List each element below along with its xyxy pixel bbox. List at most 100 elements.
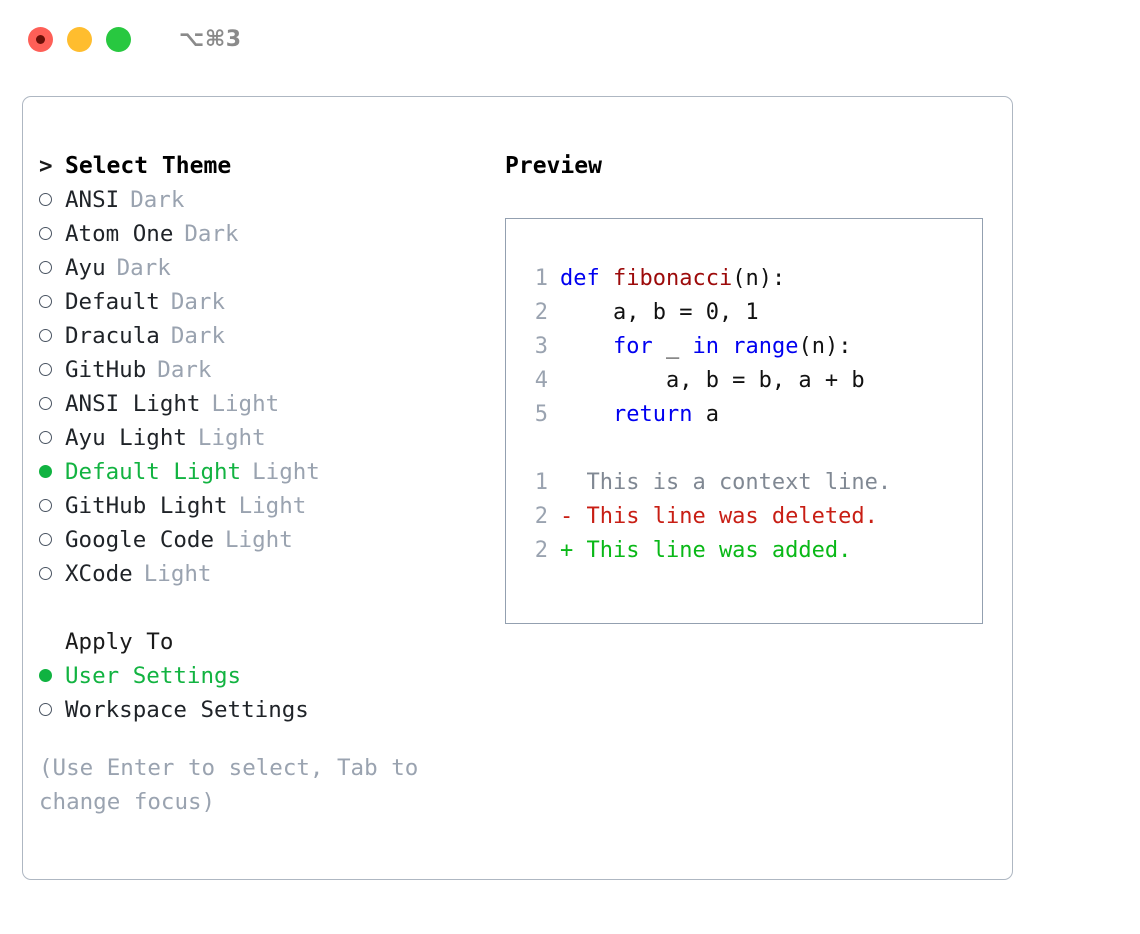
theme-name: ANSI Light <box>65 391 201 417</box>
close-window-button[interactable] <box>28 26 53 52</box>
preview-heading: Preview <box>505 153 602 179</box>
theme-variant-tag: Dark <box>184 221 239 247</box>
radio-unselected-icon[interactable] <box>39 557 65 591</box>
theme-name: Default Light <box>65 459 242 485</box>
code-token: range <box>732 334 799 359</box>
apply-to-heading: Apply To <box>39 625 505 659</box>
diff-line-added: 2+ This line was added. <box>524 534 982 568</box>
theme-variant-tag: Dark <box>157 357 212 383</box>
code-token <box>719 334 732 359</box>
theme-variant-tag: Light <box>252 459 320 485</box>
code-token: a, b = 0, 1 <box>560 300 759 325</box>
radio-unselected-icon[interactable] <box>39 353 65 387</box>
traffic-lights <box>28 26 131 52</box>
page-title: Select Theme <box>65 153 232 179</box>
code-token: def <box>560 266 613 291</box>
select-theme-header: > Select Theme <box>39 149 505 183</box>
theme-name: Google Code <box>65 527 215 553</box>
theme-list-item-default-light[interactable]: Default Light Light <box>39 455 505 489</box>
theme-variant-tag: Light <box>143 561 212 587</box>
code-token: fibonacci <box>612 266 733 291</box>
code-line: 3 for _ in range(n): <box>524 330 982 364</box>
theme-list-item-xcode[interactable]: XCode Light <box>39 557 505 591</box>
diff-line-deleted: 2- This line was deleted. <box>524 500 982 534</box>
radio-unselected-icon[interactable] <box>39 183 65 217</box>
theme-list-item-github-dark[interactable]: GitHub Dark <box>39 353 505 387</box>
theme-name: Dracula <box>65 323 160 349</box>
theme-list: ANSI Dark Atom One Dark Ayu Dark <box>39 183 505 591</box>
code-token: in <box>692 334 719 359</box>
radio-unselected-icon[interactable] <box>39 251 65 285</box>
apply-to-option-workspace-settings[interactable]: Workspace Settings <box>39 693 505 727</box>
code-line: 1 def fibonacci(n): <box>524 262 982 296</box>
zoom-window-button[interactable] <box>106 26 131 52</box>
keyboard-shortcut-label: ⌥⌘3 <box>179 26 242 52</box>
theme-picker-column: > Select Theme ANSI Dark Atom One <box>39 149 505 819</box>
theme-variant-tag: Dark <box>116 255 171 281</box>
code-token: a <box>692 402 719 427</box>
line-number: 4 <box>534 368 548 393</box>
preview-gap <box>524 432 982 466</box>
radio-selected-icon[interactable] <box>39 659 65 693</box>
radio-unselected-icon[interactable] <box>39 217 65 251</box>
theme-list-item-ayu-dark[interactable]: Ayu Dark <box>39 251 505 285</box>
theme-list-item-ansi-dark[interactable]: ANSI Dark <box>39 183 505 217</box>
theme-variant-tag: Dark <box>170 289 226 315</box>
line-number: 5 <box>534 402 548 427</box>
code-token: _ <box>652 334 693 359</box>
line-number: 2 <box>534 504 548 529</box>
theme-variant-tag: Dark <box>130 187 185 213</box>
keyboard-hint-text: (Use Enter to select, Tab to change focu… <box>39 755 419 815</box>
radio-unselected-icon[interactable] <box>39 523 65 557</box>
window-titlebar: ⌥⌘3 <box>0 0 1140 78</box>
radio-unselected-icon[interactable] <box>39 319 65 353</box>
apply-to-group: Apply To User Settings Workspace Setting… <box>39 625 505 727</box>
radio-unselected-icon[interactable] <box>39 285 65 319</box>
line-number: 1 <box>534 266 548 291</box>
radio-unselected-icon[interactable] <box>39 489 65 523</box>
code-token: a, b = b, a + b <box>560 368 865 393</box>
minimize-window-button[interactable] <box>67 26 92 52</box>
theme-list-item-ayu-light[interactable]: Ayu Light Light <box>39 421 505 455</box>
apply-to-label: Apply To <box>65 629 174 655</box>
radio-unselected-icon[interactable] <box>39 387 65 421</box>
theme-name: Ayu Light <box>65 425 187 451</box>
theme-list-item-google-code[interactable]: Google Code Light <box>39 523 505 557</box>
theme-list-item-atom-one-dark[interactable]: Atom One Dark <box>39 217 505 251</box>
theme-variant-tag: Dark <box>170 323 226 349</box>
code-token <box>560 334 613 359</box>
theme-list-item-ansi-light[interactable]: ANSI Light Light <box>39 387 505 421</box>
apply-to-option-label: User Settings <box>65 663 242 689</box>
theme-list-item-default-dark[interactable]: Default Dark <box>39 285 505 319</box>
prompt-caret-icon: > <box>39 153 53 179</box>
theme-variant-tag: Light <box>238 493 307 519</box>
line-number: 2 <box>534 300 548 325</box>
diff-sample: 1 This is a context line. 2- This line w… <box>524 466 982 568</box>
code-token: return <box>612 402 693 427</box>
theme-variant-tag: Light <box>197 425 266 451</box>
code-token: (n): <box>798 334 852 359</box>
radio-selected-icon[interactable] <box>39 455 65 489</box>
theme-list-item-github-light[interactable]: GitHub Light Light <box>39 489 505 523</box>
radio-unselected-icon[interactable] <box>39 421 65 455</box>
theme-list-item-dracula-dark[interactable]: Dracula Dark <box>39 319 505 353</box>
theme-variant-tag: Light <box>211 391 280 417</box>
code-line: 4 a, b = b, a + b <box>524 364 982 398</box>
line-number: 1 <box>534 470 548 495</box>
line-number: 3 <box>534 334 548 359</box>
theme-name: GitHub Light <box>65 493 228 519</box>
list-spacer <box>39 591 505 625</box>
diff-text: This is a context line. <box>560 470 892 495</box>
theme-name: Default <box>65 289 160 315</box>
theme-name: Atom One <box>65 221 174 247</box>
code-token: for <box>612 334 653 359</box>
code-token: (n): <box>732 266 786 291</box>
apply-to-option-label: Workspace Settings <box>65 697 309 723</box>
code-line: 2 a, b = 0, 1 <box>524 296 982 330</box>
apply-to-option-user-settings[interactable]: User Settings <box>39 659 505 693</box>
code-line: 5 return a <box>524 398 982 432</box>
radio-unselected-icon[interactable] <box>39 693 65 727</box>
